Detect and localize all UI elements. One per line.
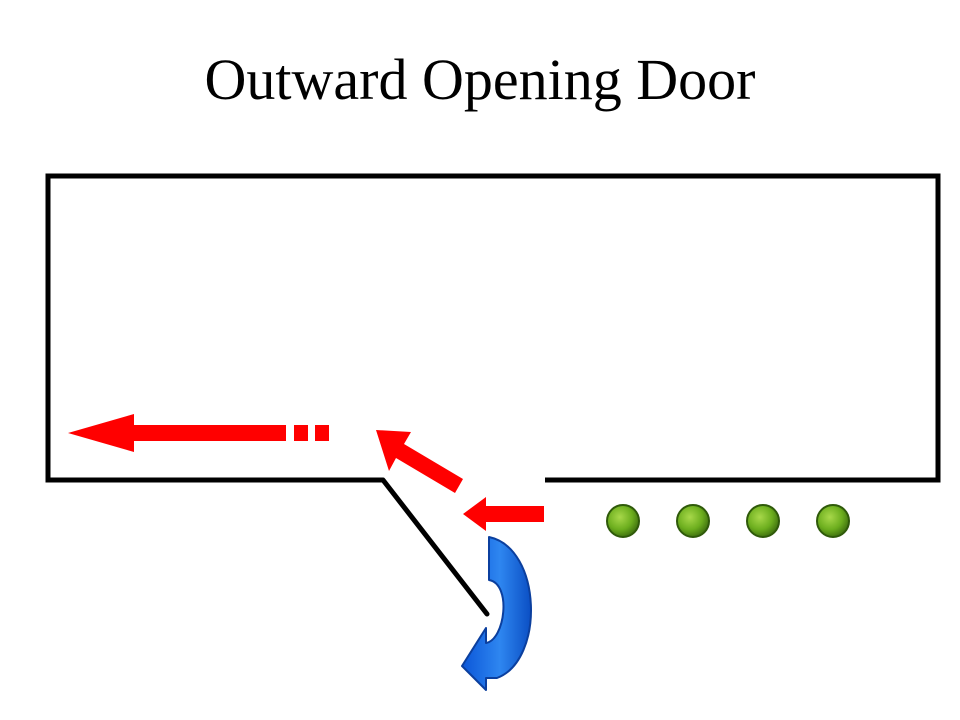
door-swing-icon (461, 536, 532, 691)
diagonal-arrow-icon (376, 430, 463, 493)
room-wall (45, 173, 941, 483)
people-group (606, 504, 850, 538)
page-title: Outward Opening Door (204, 47, 756, 112)
person-icon (606, 504, 640, 538)
door-leaf (380, 477, 490, 617)
person-icon (676, 504, 710, 538)
person-icon (746, 504, 780, 538)
exit-arrow-icon (68, 414, 329, 452)
short-arrow-icon (463, 497, 544, 531)
person-icon (816, 504, 850, 538)
